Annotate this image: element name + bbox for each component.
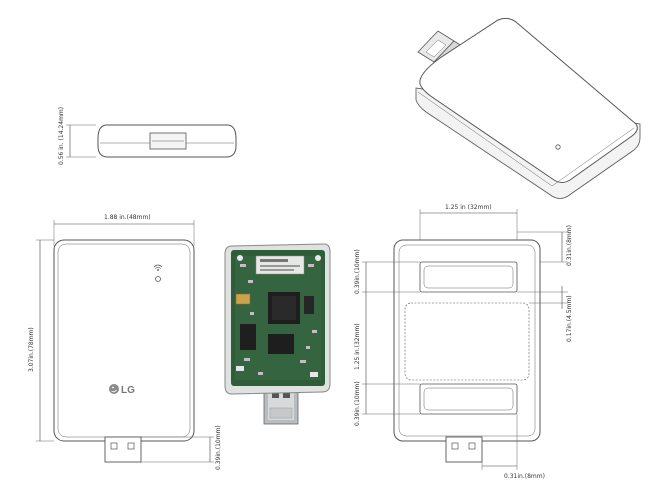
side-view: 0.56 in. (14.24mm) <box>58 107 237 165</box>
dim-back-bottom-offset: 0.31in.(8mm) <box>504 473 545 480</box>
front-body <box>53 239 195 442</box>
lg-logo: LG <box>109 384 135 396</box>
lg-logo-text: LG <box>121 385 135 396</box>
front-usb-plug <box>104 436 142 463</box>
dim-back-right-top: 0.31in.(8mm) <box>566 225 573 266</box>
isometric-view <box>415 17 641 199</box>
iso-body-top <box>419 17 638 183</box>
front-view: 1.88 in.(48mm) 3.07in.(78mm) 0.39in.(10m… <box>28 214 222 470</box>
back-usb-plug <box>445 436 483 463</box>
dim-front-width: 1.88 in.(48mm) <box>104 214 151 221</box>
pcb-photo <box>224 243 331 425</box>
dim-back-right-gap: 0.17in.(4.5mm) <box>566 295 573 342</box>
dim-side-thickness: 0.56 in. (14.24mm) <box>58 107 65 165</box>
dim-back-left-lower: 0.39in.(10mm) <box>354 381 361 426</box>
back-upper-slot <box>419 261 518 293</box>
front-led-icon <box>155 276 161 282</box>
wifi-icon <box>153 264 163 271</box>
pcb-mini-usb <box>235 293 251 305</box>
pcb-chip-secondary <box>268 334 294 354</box>
dim-back-top-width: 1.25 in (32mm) <box>445 204 492 211</box>
dim-front-height: 3.07in.(78mm) <box>28 327 35 372</box>
dim-usb-protrusion: 0.39in.(10mm) <box>215 425 222 470</box>
back-middle-area <box>404 302 530 381</box>
dim-back-left-middle: 1.25 in.(32mm) <box>354 323 361 370</box>
back-lower-slot <box>419 383 518 415</box>
iso-led-icon <box>555 144 561 150</box>
back-view: 1.25 in (32mm) 0.31in.(8mm) 0.39in.(10mm… <box>354 204 573 480</box>
dim-back-left-upper: 0.39in.(10mm) <box>354 249 361 294</box>
